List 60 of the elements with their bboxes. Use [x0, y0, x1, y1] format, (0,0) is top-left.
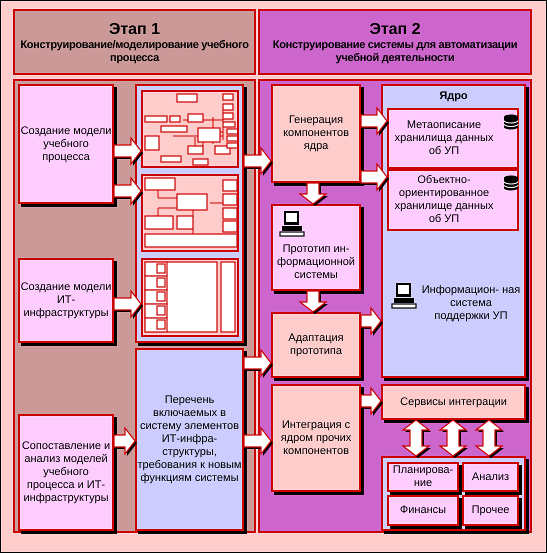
block-arrow	[360, 162, 389, 192]
process-box	[462, 462, 519, 492]
block-arrow	[401, 419, 431, 458]
process-box	[18, 84, 114, 204]
stage-title: Этап 2	[369, 20, 421, 38]
block-arrow	[243, 348, 273, 378]
node-label: Информацион- ная система поддержки УП	[421, 284, 521, 323]
models-panel	[135, 84, 244, 343]
process-box	[18, 414, 114, 531]
process-box	[18, 258, 114, 343]
node-label: Создание модели ИТ-инфраструктуры	[20, 281, 112, 320]
flow-drawing	[141, 90, 239, 168]
node-label: Прототип ин- формационной системы	[276, 243, 356, 282]
panel-title: Ядро	[438, 90, 469, 103]
node-label: Интеграция с ядром прочих компонентов	[280, 418, 352, 458]
process-box	[271, 204, 361, 291]
block-arrow	[243, 146, 273, 176]
node-label: Перечень включаемых в систему элементов ИТ-инфра- структуры, требования к новым функциям системы	[137, 394, 242, 485]
stage-header	[13, 9, 256, 75]
process-box	[271, 312, 361, 378]
stage-title: Этап 1	[108, 20, 160, 38]
process-box	[387, 495, 459, 526]
block-arrow	[113, 136, 143, 166]
table-drawing	[141, 258, 239, 337]
node-label: Метаописание хранилища данных об УП	[394, 119, 494, 158]
process-box	[462, 495, 519, 526]
process-box	[387, 462, 459, 492]
block-arrow	[298, 290, 328, 314]
stage-header	[258, 9, 532, 75]
block-arrow	[243, 426, 273, 456]
process-box	[387, 108, 519, 169]
block-arrow	[298, 182, 328, 206]
process-box	[271, 384, 361, 492]
process-box	[381, 384, 526, 420]
process-box	[271, 84, 361, 183]
stage-subtitle: Конструирование системы для автоматизации учебной деятельности	[272, 38, 518, 64]
node-label: Сервисы интеграции	[400, 396, 507, 408]
node-label: Анализ	[472, 470, 510, 484]
block-arrow	[113, 426, 137, 456]
core-panel	[381, 84, 526, 378]
block-arrow	[360, 386, 383, 416]
node-label: Планирова- ние	[392, 464, 454, 490]
stage-subtitle: Конструирование/моделирование учебного процесса	[19, 38, 250, 64]
node-label: Сопоставление и анализ моделей учебного процесса и ИТ-инфраструктуры	[20, 440, 112, 505]
process-box	[135, 348, 244, 531]
block-arrow	[438, 419, 468, 458]
block-arrow	[360, 306, 383, 336]
modules-panel	[381, 456, 526, 531]
block-arrow	[113, 176, 143, 206]
node-label: Объектно- ориентированное хранилище данных об УП	[394, 174, 494, 226]
block-arrow	[474, 419, 504, 458]
node-label: Адаптация прототипа	[287, 332, 345, 358]
block-arrow	[113, 289, 143, 319]
node-label: Прочее	[472, 504, 510, 517]
block-arrow	[360, 106, 389, 136]
node-label: Создание модели учебного процесса	[20, 124, 112, 164]
node-label: Генерация компонентов ядра	[282, 114, 350, 153]
blocks-drawing	[141, 174, 239, 252]
node-label: Финансы	[400, 504, 446, 517]
process-box	[387, 169, 519, 231]
